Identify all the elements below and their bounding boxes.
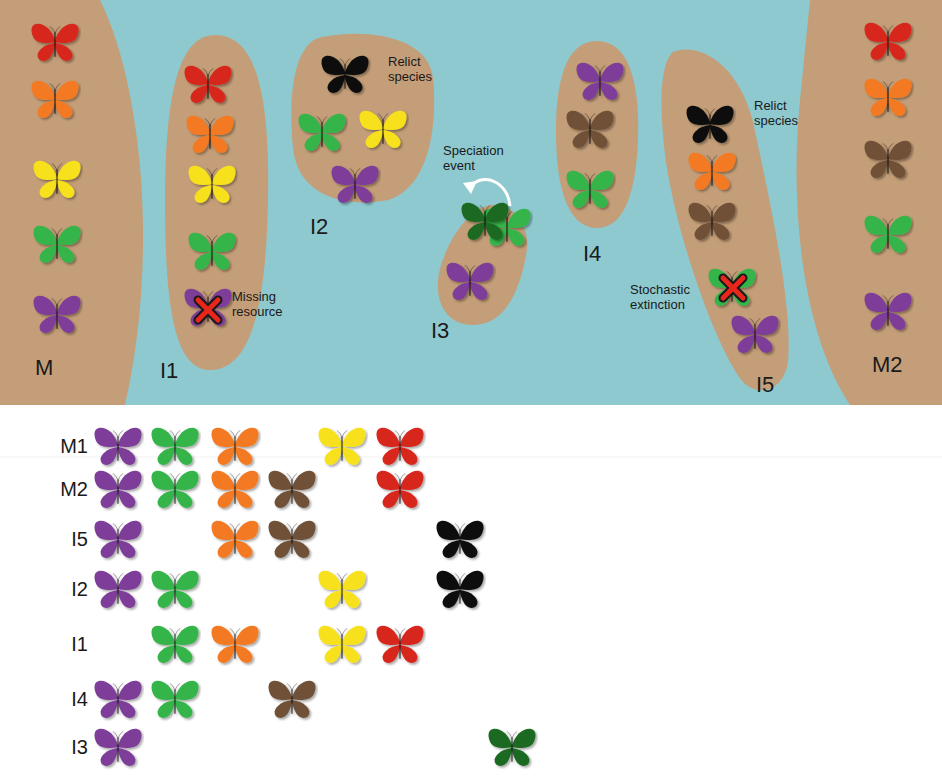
island-label: I2 [310,214,328,240]
row-label: M1 [20,435,88,458]
faint-rule [0,457,942,458]
butterfly [94,428,141,465]
butterfly [151,428,198,465]
land-outline [0,0,160,405]
island-label: I1 [160,358,178,384]
island: M [0,0,160,405]
sea [0,0,942,405]
island-label: M [35,355,53,381]
speciation-arrow [471,180,510,206]
butterfly [151,471,198,508]
annotation: Relict species [388,54,448,84]
land-shape [438,205,527,325]
butterfly [151,681,198,718]
butterfly [376,471,423,508]
row-label: I1 [20,633,88,656]
butterfly [268,521,315,558]
annotation: Speciation event [443,143,523,173]
butterfly [211,521,258,558]
annotation: Missing resource [232,289,304,319]
butterfly [94,729,141,766]
island-label: I3 [431,318,449,344]
island-label: M2 [872,352,903,378]
butterfly [94,471,141,508]
butterfly [436,521,483,558]
island-label: I4 [583,241,601,267]
butterfly [94,571,141,608]
annotation: Relict species [754,98,814,128]
butterfly [488,729,535,766]
butterfly [211,626,258,663]
speciation-arrowhead [463,181,477,194]
land-outline [780,0,942,405]
extinction-cross [198,300,218,320]
butterfly [211,471,258,508]
land-shape [165,35,268,370]
land-shape [797,0,942,405]
island-label: I5 [756,372,774,398]
butterfly [318,571,365,608]
butterfly [211,428,258,465]
island: M2 [780,0,942,405]
butterfly [318,428,365,465]
butterfly [151,626,198,663]
butterfly [151,571,198,608]
row-label: I3 [20,736,88,759]
land-shape [556,41,638,228]
butterfly [94,681,141,718]
butterfly [376,428,423,465]
butterfly [436,571,483,608]
butterfly [268,471,315,508]
row-label: I2 [20,578,88,601]
row-label: M2 [20,478,88,501]
butterfly [318,626,365,663]
butterfly [94,521,141,558]
butterfly [376,626,423,663]
row-label: I4 [20,688,88,711]
row-label: I5 [20,528,88,551]
butterfly [268,681,315,718]
annotation: Stochastic extinction [630,282,704,312]
land-shape [0,0,143,405]
